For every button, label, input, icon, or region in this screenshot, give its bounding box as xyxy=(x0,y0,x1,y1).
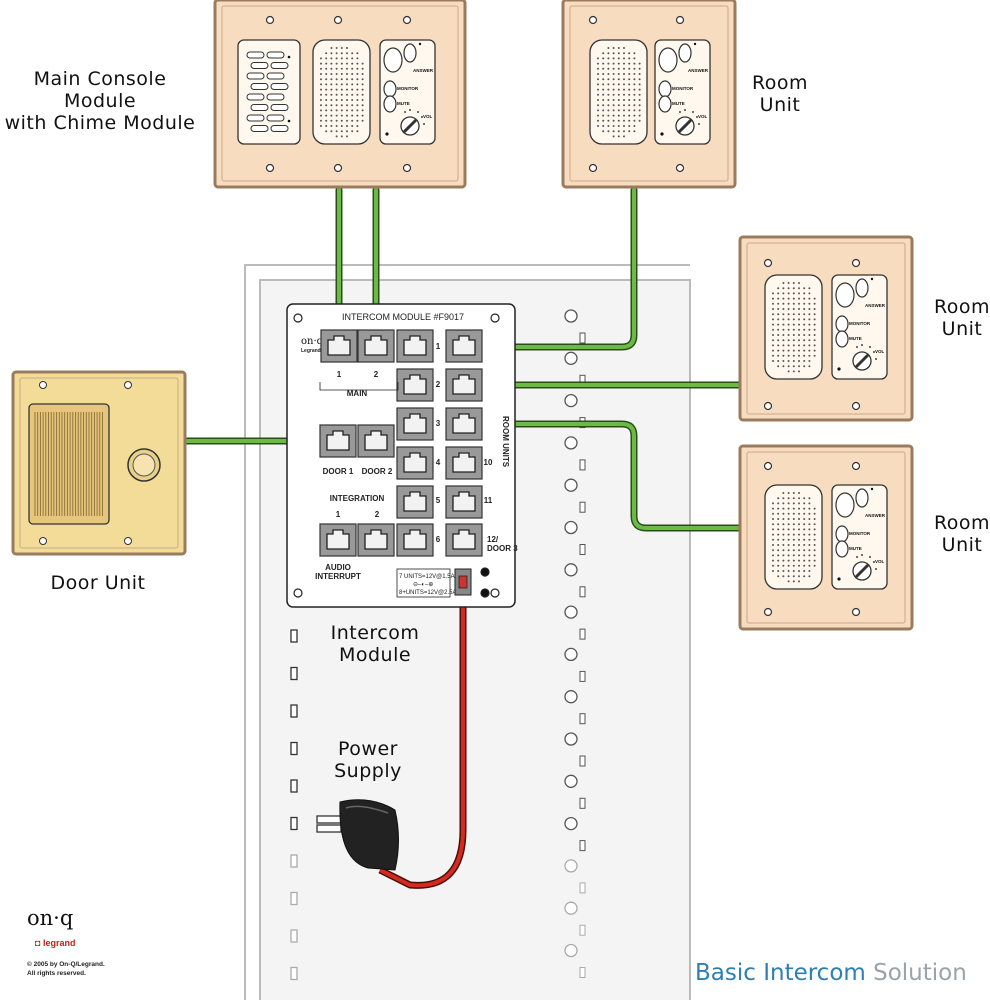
rj45-jack-icon xyxy=(445,329,483,363)
module-brand: on·q xyxy=(301,336,324,347)
rj45-jack-icon xyxy=(445,523,483,557)
station-controls: ANSWER MONITOR MUTE VOL xyxy=(658,42,709,136)
svg-text:MUTE: MUTE xyxy=(672,101,685,106)
module-title: INTERCOM MODULE #F9017 xyxy=(342,312,464,322)
enclosure-mounting-holes xyxy=(564,309,586,978)
diagram-title: Basic Intercom Solution xyxy=(695,960,967,986)
speaker-grille xyxy=(772,492,816,583)
svg-text:2: 2 xyxy=(375,510,380,519)
svg-text:2: 2 xyxy=(374,370,379,379)
rj45-jack-icon xyxy=(357,523,395,557)
svg-text:INTERRUPT: INTERRUPT xyxy=(315,572,361,581)
rj45-jack-icon xyxy=(445,407,483,441)
svg-text:ANSWER: ANSWER xyxy=(413,68,434,73)
svg-text:VOL: VOL xyxy=(875,559,885,564)
svg-text:1: 1 xyxy=(337,370,342,379)
rj45-jack-icon xyxy=(396,329,434,363)
onq-logo: on·q xyxy=(27,906,74,930)
power-supply-plug xyxy=(316,799,399,871)
svg-text:7 UNITS=12V@1.5A: 7 UNITS=12V@1.5A xyxy=(399,574,455,580)
door-unit xyxy=(11,370,187,556)
room-units-label: ROOM UNITS xyxy=(501,416,510,468)
svg-text:1: 1 xyxy=(336,510,341,519)
svg-text:VOL: VOL xyxy=(875,349,885,354)
rj45-jack-icon xyxy=(319,424,357,458)
svg-text:8+UNITS=12V@2.5A: 8+UNITS=12V@2.5A xyxy=(399,590,456,596)
svg-text:MUTE: MUTE xyxy=(397,101,410,106)
door-unit-label: Door Unit xyxy=(50,572,146,594)
speaker-grille xyxy=(772,282,816,373)
rj45-jack-icon xyxy=(357,329,395,363)
module-brand-sub: Legrand xyxy=(301,348,321,354)
svg-text:ANSWER: ANSWER xyxy=(865,513,886,518)
svg-text:MUTE: MUTE xyxy=(849,336,862,341)
svg-text:ANSWER: ANSWER xyxy=(865,303,886,308)
rj45-jack-icon xyxy=(445,446,483,480)
rj45-jacks xyxy=(319,329,483,557)
svg-text:MUTE: MUTE xyxy=(849,546,862,551)
svg-text:10: 10 xyxy=(484,458,493,467)
room-unit-bottom: ANSWER MONITOR MUTE VOL xyxy=(738,444,914,631)
plate-screws xyxy=(763,461,861,617)
svg-text:VOL: VOL xyxy=(698,114,708,119)
svg-text:DOOR 3: DOOR 3 xyxy=(487,544,518,553)
svg-text:VOL: VOL xyxy=(423,114,433,119)
svg-text:MONITOR: MONITOR xyxy=(849,321,871,326)
speaker-grille xyxy=(597,47,641,138)
plate-screws xyxy=(265,15,412,173)
room-unit-top: ANSWER MONITOR MUTE VOL xyxy=(561,0,737,189)
svg-text:12/: 12/ xyxy=(487,535,499,544)
svg-text:2: 2 xyxy=(436,380,441,389)
door-speaker-grille xyxy=(34,412,103,516)
copyright-text: © 2005 by On-Q/Legrand.All rights reserv… xyxy=(27,961,105,977)
svg-text:AUDIO: AUDIO xyxy=(325,563,351,572)
svg-text:MONITOR: MONITOR xyxy=(672,86,694,91)
svg-text:3: 3 xyxy=(436,419,441,428)
svg-text:ANSWER: ANSWER xyxy=(688,68,709,73)
speaker-grille xyxy=(320,47,364,138)
main-console-module: ANSWER MONITOR MUTE VOL xyxy=(213,0,467,189)
station-controls: ANSWER MONITOR MUTE VOL xyxy=(835,487,886,581)
rj45-jack-icon xyxy=(396,407,434,441)
plate-screws xyxy=(588,15,685,173)
plate-screws xyxy=(763,258,861,411)
rj45-jack-icon xyxy=(396,368,434,402)
svg-text:6: 6 xyxy=(436,535,441,544)
integration-label: INTEGRATION xyxy=(330,494,385,503)
door-2-label: DOOR 2 xyxy=(362,467,393,476)
board-screws xyxy=(293,313,500,598)
rj45-jack-icon xyxy=(357,424,395,458)
svg-text:MONITOR: MONITOR xyxy=(849,531,871,536)
intercom-module-board: INTERCOM MODULE #F9017 on·q Legrand 1 2 … xyxy=(286,303,518,608)
enclosure-slots xyxy=(290,629,298,981)
svg-text:1: 1 xyxy=(436,342,441,351)
rj45-jack-icon xyxy=(445,485,483,519)
station-controls: ANSWER MONITOR MUTE VOL xyxy=(383,42,434,136)
svg-text:4: 4 xyxy=(436,458,441,467)
main-port-label: MAIN xyxy=(347,389,368,398)
svg-text:5: 5 xyxy=(436,496,441,505)
power-cable xyxy=(378,590,467,889)
rj45-jack-icon xyxy=(445,368,483,402)
rj45-jack-icon xyxy=(319,523,357,557)
svg-text:⊖–◐–⊕: ⊖–◐–⊕ xyxy=(413,582,433,588)
rj45-jack-icon xyxy=(396,446,434,480)
station-controls: ANSWER MONITOR MUTE VOL xyxy=(835,277,886,371)
rj45-jack-icon xyxy=(396,523,434,557)
door-1-label: DOOR 1 xyxy=(323,467,354,476)
svg-text:MONITOR: MONITOR xyxy=(397,86,419,91)
legrand-logo: ◘ legrand xyxy=(35,938,76,948)
svg-text:11: 11 xyxy=(484,496,493,505)
rj45-jack-icon xyxy=(320,329,358,363)
rj45-jack-icon xyxy=(396,485,434,519)
chime-call-buttons xyxy=(246,51,291,132)
room-unit-middle: ANSWER MONITOR MUTE VOL xyxy=(738,235,914,422)
